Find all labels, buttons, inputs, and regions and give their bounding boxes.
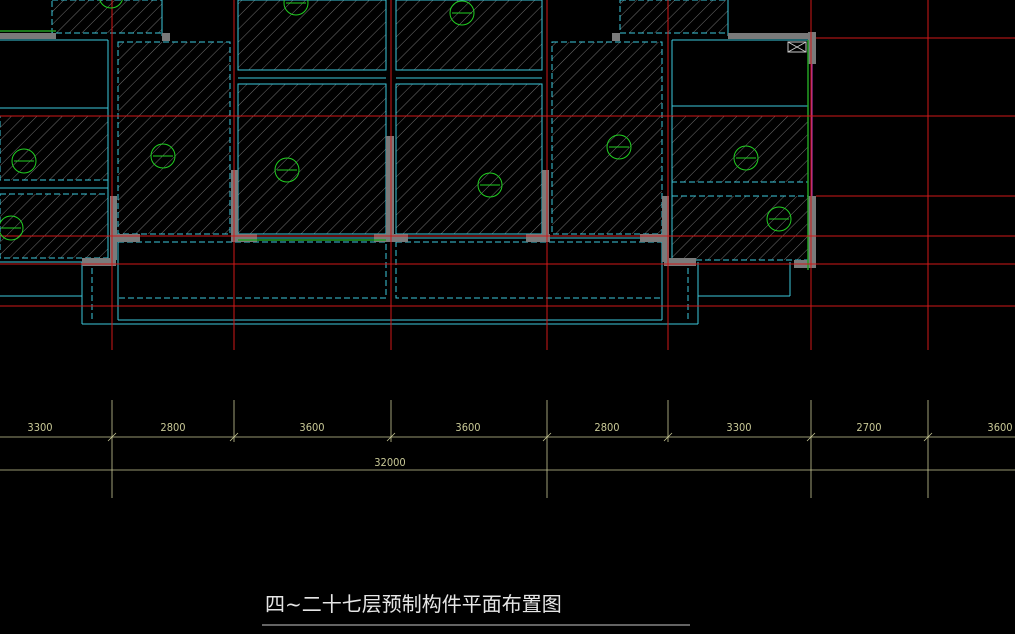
- dimension-labels: 3300 2800 3600 3600 2800 3300 2700 3600 …: [27, 421, 1012, 469]
- circle-arrow-icon[interactable]: [11, 148, 37, 174]
- dimension-label: 2800: [160, 421, 185, 434]
- dimension-label: 3600: [455, 421, 480, 434]
- circle-arrow-icon[interactable]: [0, 215, 24, 241]
- slab-panel[interactable]: [0, 115, 109, 181]
- dimension-lines: [0, 400, 1015, 498]
- balcony-dashed-outline: [91, 241, 689, 320]
- rebar-marks: [0, 0, 792, 241]
- green-edges: [0, 30, 809, 270]
- dimension-label: 3600: [987, 421, 1012, 434]
- slab-panel[interactable]: [237, 0, 387, 71]
- dimension-label: 3300: [726, 421, 751, 434]
- dimension-label: 2800: [594, 421, 619, 434]
- slab-panel[interactable]: [619, 0, 729, 34]
- circle-arrow-icon[interactable]: [733, 145, 759, 171]
- total-dimension-label: 32000: [374, 456, 405, 469]
- slab-panel[interactable]: [0, 193, 109, 259]
- circle-arrow-icon[interactable]: [449, 0, 475, 26]
- dimension-label: 3600: [299, 421, 324, 434]
- precast-slab-panels: [0, 0, 809, 261]
- circle-arrow-icon[interactable]: [150, 143, 176, 169]
- circle-arrow-icon[interactable]: [283, 0, 309, 16]
- drawing-title[interactable]: 四~二十七层预制构件平面布置图: [265, 592, 562, 616]
- dimension-label: 2700: [856, 421, 881, 434]
- cross-box-icon[interactable]: [787, 41, 807, 53]
- slab-panel[interactable]: [51, 0, 163, 34]
- slab-panel[interactable]: [395, 0, 543, 71]
- slab-panel[interactable]: [551, 41, 663, 235]
- circle-arrow-icon[interactable]: [606, 134, 632, 160]
- slab-panel[interactable]: [237, 83, 387, 235]
- circle-arrow-icon[interactable]: [99, 0, 123, 9]
- slab-panel[interactable]: [671, 115, 809, 183]
- circle-arrow-icon[interactable]: [766, 206, 792, 232]
- circle-arrow-icon[interactable]: [274, 157, 300, 183]
- drawing-title-block: 四~二十七层预制构件平面布置图: [262, 592, 690, 626]
- slab-panel[interactable]: [117, 41, 231, 235]
- slab-panel[interactable]: [395, 83, 543, 235]
- slab-panel[interactable]: [671, 195, 809, 261]
- circle-arrow-icon[interactable]: [477, 172, 503, 198]
- axis-lines: [0, 0, 1015, 350]
- dimension-label: 3300: [27, 421, 52, 434]
